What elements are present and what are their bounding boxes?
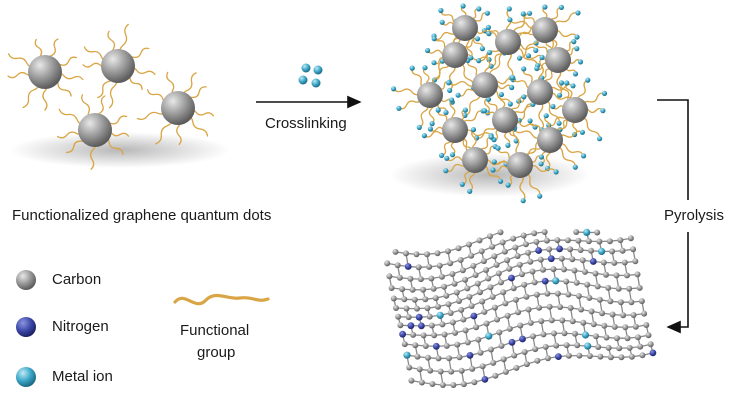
functional-group-legend-swatch	[173, 293, 270, 306]
pyrolysis-label: Pyrolysis	[664, 207, 725, 224]
pyrolysis-bracket	[657, 99, 689, 334]
network-carbon-dot	[462, 147, 488, 173]
network-carbon-dot	[562, 97, 588, 123]
legend	[16, 270, 270, 387]
network-carbon-dot	[442, 117, 468, 143]
network-carbon-dot	[472, 72, 498, 98]
network-carbon-dot	[532, 17, 558, 43]
metal-ion-legend-label: Metal ion	[52, 368, 113, 385]
network-carbon-dot	[545, 47, 571, 73]
network-carbon-dot	[495, 29, 521, 55]
network-carbon-dot	[507, 152, 533, 178]
network-carbon-dot	[452, 15, 478, 41]
functional-group-legend-label-line2: group	[197, 344, 236, 361]
crosslinked-network	[390, 3, 608, 204]
nitrogen-legend-label: Nitrogen	[52, 318, 109, 335]
network-carbon-dot	[537, 127, 563, 153]
carbon-legend-swatch	[16, 270, 36, 290]
functionalized-gqd-group	[7, 23, 230, 170]
gqd-particles	[7, 23, 215, 170]
network-carbon-dot	[417, 82, 443, 108]
functional-group-legend-label-line1: Functional	[180, 322, 250, 339]
doped-graphene-sheet	[384, 228, 657, 388]
gqd-particle	[56, 94, 130, 170]
nitrogen-legend-swatch	[16, 317, 36, 337]
metal-ion-legend-swatch	[16, 367, 36, 387]
crosslinking-label: Crosslinking	[265, 115, 347, 132]
metal-ion-cluster-icon	[298, 63, 323, 88]
carbon-legend-label: Carbon	[52, 271, 102, 288]
network-carbon-dot	[492, 107, 518, 133]
network-carbon-dot	[442, 42, 468, 68]
network-carbon-dot	[527, 79, 553, 105]
gqd-particle	[82, 23, 156, 109]
gqd-caption: Functionalized graphene quantum dots	[12, 207, 272, 224]
gqd-particle	[7, 38, 84, 111]
gqd-particle	[136, 71, 215, 146]
